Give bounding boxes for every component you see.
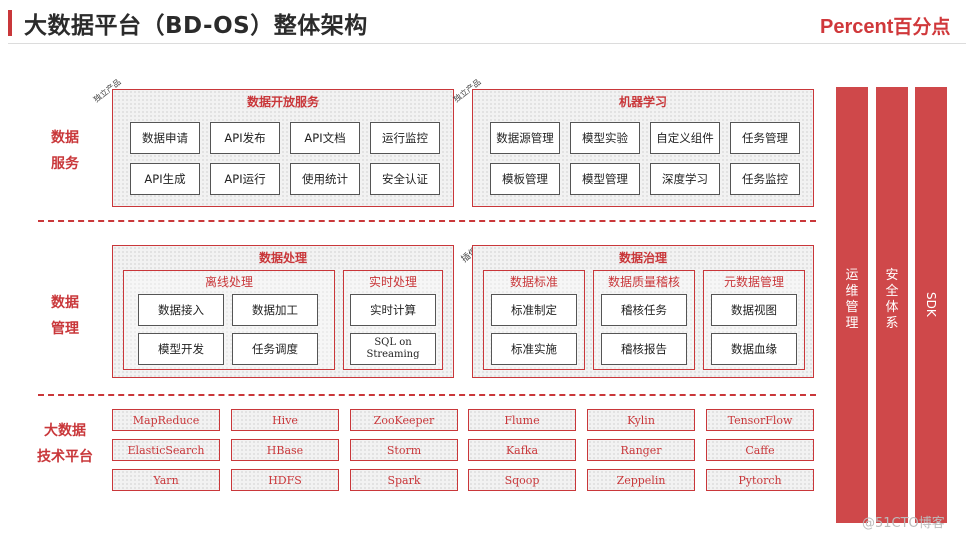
- box-standard-define: 标准制定: [491, 294, 577, 326]
- ops-management-bar: 运 维 管 理: [836, 87, 868, 523]
- bar-char: 运: [845, 268, 859, 283]
- offline-processing-panel: 离线处理 数据接入 数据加工 模型开发 任务调度: [123, 270, 335, 370]
- box-data-apply: 数据申请: [130, 122, 200, 154]
- row-label-data-service: 数据 服务: [30, 125, 100, 177]
- tech-component: Sqoop: [468, 469, 576, 491]
- box-task-schedule: 任务调度: [232, 333, 318, 365]
- box-api-generate: API生成: [130, 163, 200, 195]
- box-template-mgmt: 模板管理: [490, 163, 560, 195]
- box-sql-on-streaming: SQL on Streaming: [350, 333, 436, 365]
- box-usage-stats: 使用统计: [290, 163, 360, 195]
- realtime-processing-panel: 实时处理 实时计算 SQL on Streaming: [343, 270, 443, 370]
- bar-char: 维: [845, 284, 859, 299]
- bar-char: 理: [845, 316, 859, 331]
- machine-learning-panel: 机器学习 数据源管理 模型实验 自定义组件 任务管理 模板管理 模型管理 深度学…: [472, 89, 814, 207]
- data-open-service-panel: 数据开放服务 数据申请 API发布 API文档 运行监控 API生成 API运行…: [112, 89, 454, 207]
- row-label-tech-platform: 大数据 技术平台: [30, 418, 100, 470]
- tech-component: Flume: [468, 409, 576, 431]
- panel-title: 数据治理: [618, 251, 667, 265]
- box-model-mgmt: 模型管理: [570, 163, 640, 195]
- metadata-panel: 元数据管理 数据视图 数据血缘: [703, 270, 805, 370]
- tech-component: HBase: [231, 439, 339, 461]
- row-label-line: 数据: [51, 130, 79, 146]
- box-data-process: 数据加工: [232, 294, 318, 326]
- data-governance-panel: 数据治理 数据标准 标准制定 标准实施 数据质量稽核 稽核任务 稽核报告 元数据…: [472, 245, 814, 378]
- box-model-develop: 模型开发: [138, 333, 224, 365]
- tech-component: ZooKeeper: [350, 409, 458, 431]
- bar-char: 系: [885, 316, 899, 331]
- sub-panel-title: 元数据管理: [723, 275, 784, 289]
- tech-component: Hive: [231, 409, 339, 431]
- tech-component: MapReduce: [112, 409, 220, 431]
- sub-panel-title: 数据标准: [509, 275, 558, 289]
- tech-component: Storm: [350, 439, 458, 461]
- logo-text-cn: 百分点: [893, 17, 951, 38]
- box-deep-learning: 深度学习: [650, 163, 720, 195]
- box-api-run: API运行: [210, 163, 280, 195]
- brand-logo: Percent百分点: [820, 12, 950, 39]
- tech-component: Yarn: [112, 469, 220, 491]
- row-label-line: 大数据: [44, 423, 86, 439]
- security-system-bar: 安 全 体 系: [876, 87, 908, 523]
- row-label-line: 服务: [51, 156, 79, 172]
- bar-char: 全: [885, 284, 899, 299]
- tech-component: ElasticSearch: [112, 439, 220, 461]
- sdk-label: SDK: [924, 292, 938, 317]
- header-divider: [8, 43, 966, 44]
- bar-char: 管: [845, 300, 859, 315]
- box-data-ingest: 数据接入: [138, 294, 224, 326]
- tech-component: HDFS: [231, 469, 339, 491]
- ops-management-label: 运 维 管 理: [836, 268, 868, 332]
- box-custom-component: 自定义组件: [650, 122, 720, 154]
- box-model-experiment: 模型实验: [570, 122, 640, 154]
- box-data-lineage: 数据血缘: [711, 333, 797, 365]
- section-separator: [38, 220, 816, 222]
- box-api-publish: API发布: [210, 122, 280, 154]
- tech-component: TensorFlow: [706, 409, 814, 431]
- box-audit-task: 稽核任务: [601, 294, 687, 326]
- tech-component: Zeppelin: [587, 469, 695, 491]
- security-system-label: 安 全 体 系: [876, 268, 908, 332]
- sub-panel-title: 数据质量稽核: [607, 275, 680, 289]
- box-realtime-compute: 实时计算: [350, 294, 436, 326]
- bar-char: 安: [885, 268, 899, 283]
- row-label-line: 技术平台: [37, 449, 93, 465]
- box-task-mgmt: 任务管理: [730, 122, 800, 154]
- bar-char: 体: [885, 300, 899, 315]
- data-standard-panel: 数据标准 标准制定 标准实施: [483, 270, 585, 370]
- title-accent-bar: [8, 10, 12, 36]
- sub-panel-title: 实时处理: [368, 275, 417, 289]
- panel-title: 数据开放服务: [246, 95, 319, 109]
- page-title: 大数据平台（BD-OS）整体架构: [24, 13, 368, 39]
- box-run-monitor: 运行监控: [370, 122, 440, 154]
- panel-title: 机器学习: [618, 95, 667, 109]
- row-label-data-management: 数据 管理: [30, 290, 100, 342]
- sdk-bar: SDK: [915, 87, 947, 523]
- panel-title: 数据处理: [258, 251, 307, 265]
- logo-text-en: Percent: [820, 16, 894, 38]
- box-datasource-mgmt: 数据源管理: [490, 122, 560, 154]
- row-label-line: 数据: [51, 295, 79, 311]
- tech-component: Ranger: [587, 439, 695, 461]
- data-processing-panel: 数据处理 离线处理 数据接入 数据加工 模型开发 任务调度 实时处理 实时计算 …: [112, 245, 454, 378]
- box-data-view: 数据视图: [711, 294, 797, 326]
- watermark: @51CTO博客: [862, 516, 945, 531]
- tech-component: Pytorch: [706, 469, 814, 491]
- tech-component: Kafka: [468, 439, 576, 461]
- box-task-monitor: 任务监控: [730, 163, 800, 195]
- tech-component: Kylin: [587, 409, 695, 431]
- data-quality-panel: 数据质量稽核 稽核任务 稽核报告: [593, 270, 695, 370]
- row-label-line: 管理: [51, 321, 79, 337]
- tech-component: Spark: [350, 469, 458, 491]
- sub-panel-title: 离线处理: [204, 275, 253, 289]
- tech-component: Caffe: [706, 439, 814, 461]
- section-separator: [38, 394, 816, 396]
- box-audit-report: 稽核报告: [601, 333, 687, 365]
- box-security-auth: 安全认证: [370, 163, 440, 195]
- box-standard-implement: 标准实施: [491, 333, 577, 365]
- box-line: SQL on: [374, 337, 412, 348]
- box-api-doc: API文档: [290, 122, 360, 154]
- box-line: Streaming: [366, 349, 420, 360]
